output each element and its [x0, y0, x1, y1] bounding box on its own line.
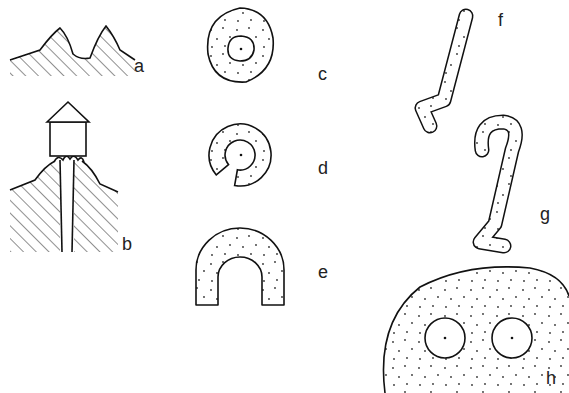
- pit-profile: [10, 26, 135, 76]
- ring-feature: [208, 8, 274, 82]
- figure-letter: h: [546, 368, 556, 388]
- hook-feature: [480, 122, 515, 246]
- horseshoe-feature: [196, 228, 284, 305]
- figure-letter: a: [134, 56, 144, 76]
- figure-letter: c: [318, 64, 327, 84]
- figure-letter: f: [498, 10, 503, 30]
- shaft-profile: [10, 102, 118, 252]
- bent-bar-feature: [422, 16, 466, 126]
- figure-letter: b: [122, 234, 132, 254]
- area-with-rings: [383, 267, 569, 393]
- open-ring-feature: [209, 124, 271, 186]
- figure-letter: e: [318, 262, 328, 282]
- figure-letter: d: [318, 158, 328, 178]
- figure-letter: g: [540, 204, 550, 224]
